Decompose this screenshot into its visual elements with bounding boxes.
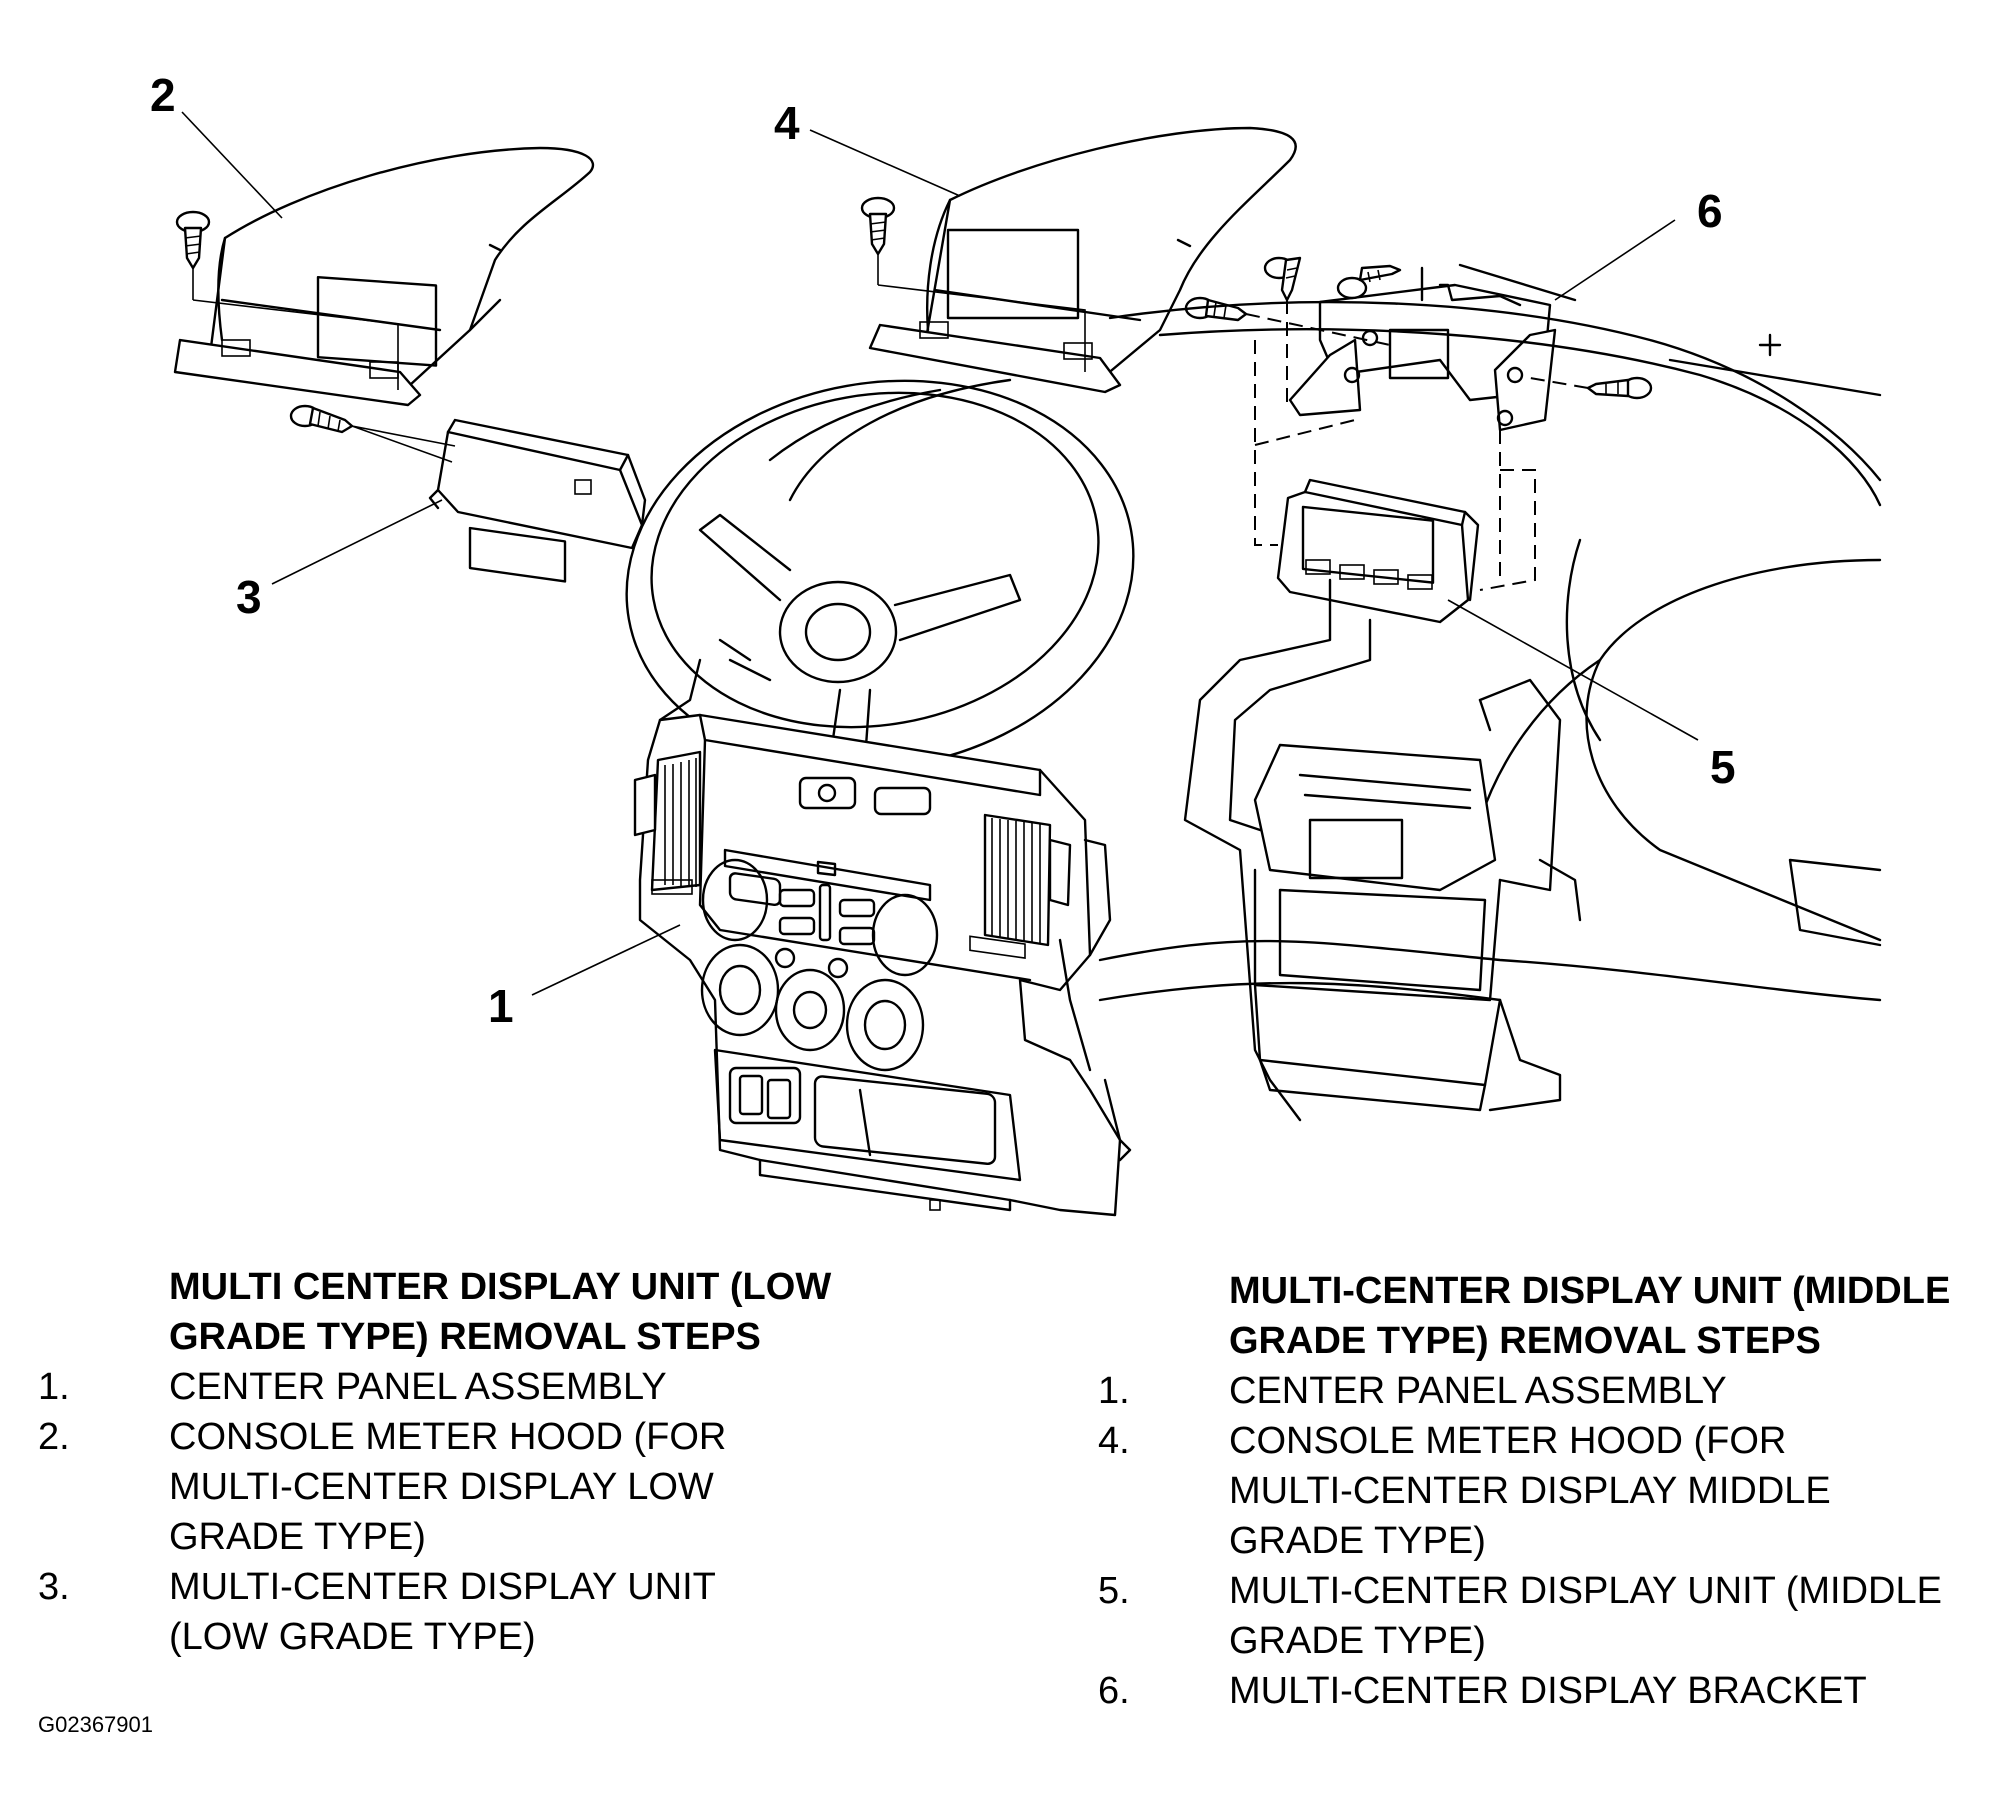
middle-grade-removal-steps: MULTI-CENTER DISPLAY UNIT (MIDDLE GRADE … [1098,1266,1998,1716]
screw-part-6-d [1586,376,1653,400]
step-text: CENTER PANEL ASSEMBLY [169,1366,667,1408]
display-unit-low-grade [428,418,647,583]
step-text: CENTER PANEL ASSEMBLY [1229,1370,1727,1412]
callout-3: 3 [236,571,262,623]
instrument-panel [768,300,1882,1122]
center-panel-assembly [633,713,1132,1217]
low-grade-steps-title: MULTI CENTER DISPLAY UNIT (LOW GRADE TYP… [169,1266,832,1358]
step-number: 1. [1098,1370,1130,1412]
callout-5: 5 [1710,741,1736,793]
step-text: CONSOLE METER HOOD (FOR MULTI-CENTER DIS… [169,1416,727,1558]
callout-4: 4 [774,97,800,149]
console-meter-hood-low-grade [173,146,595,407]
figure-code: G02367901 [38,1712,153,1737]
list-item: 1. CENTER PANEL ASSEMBLY [38,1362,858,1412]
list-item: 6. MULTI-CENTER DISPLAY BRACKET [1098,1666,1998,1716]
middle-grade-steps-title: MULTI-CENTER DISPLAY UNIT (MIDDLE GRADE … [1229,1270,1951,1362]
screw-part-6-b [1336,264,1402,300]
display-bracket [1288,263,1577,432]
step-number: 4. [1098,1420,1130,1462]
screw-part-3 [289,404,354,434]
console-meter-hood-middle-grade [868,126,1297,394]
list-item: 1. CENTER PANEL ASSEMBLY [1098,1366,1998,1416]
list-item: 4. CONSOLE METER HOOD (FOR MULTI-CENTER … [1098,1416,1998,1566]
step-number: 6. [1098,1670,1130,1712]
list-item: 3. MULTI-CENTER DISPLAY UNIT (LOW GRADE … [38,1562,858,1662]
display-unit-middle-grade [1276,478,1480,624]
callout-2: 2 [150,69,176,121]
step-text: MULTI-CENTER DISPLAY UNIT (LOW GRADE TYP… [169,1566,716,1658]
step-number: 3. [38,1566,70,1608]
low-grade-removal-steps: MULTI CENTER DISPLAY UNIT (LOW GRADE TYP… [38,1262,858,1662]
step-text: MULTI-CENTER DISPLAY BRACKET [1229,1670,1867,1712]
callout-1: 1 [488,980,514,1032]
callout-6: 6 [1697,185,1723,237]
screw-part-2 [175,210,211,300]
screw-part-4 [860,196,896,285]
step-text: CONSOLE METER HOOD (FOR MULTI-CENTER DIS… [1229,1420,1831,1562]
screw-part-6-a [1263,256,1302,302]
list-item: 2. CONSOLE METER HOOD (FOR MULTI-CENTER … [38,1412,858,1562]
list-item: 5. MULTI-CENTER DISPLAY UNIT (MIDDLE GRA… [1098,1566,1998,1666]
step-text: MULTI-CENTER DISPLAY UNIT (MIDDLE GRADE … [1229,1570,1942,1662]
step-number: 1. [38,1366,70,1408]
step-number: 5. [1098,1570,1130,1612]
leader-lines [181,111,1699,996]
step-number: 2. [38,1416,70,1458]
